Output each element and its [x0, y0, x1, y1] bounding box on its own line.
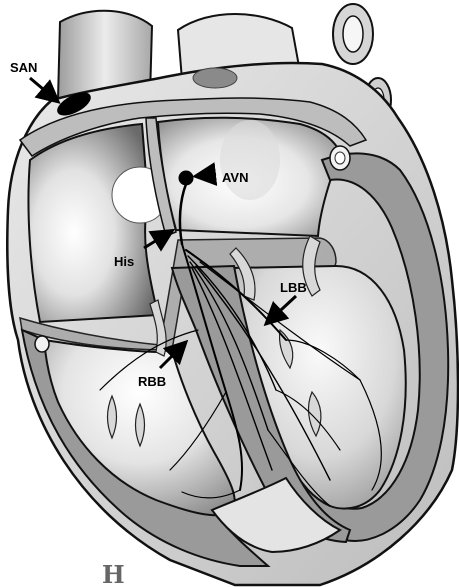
label-his: His — [114, 254, 134, 269]
label-san: SAN — [10, 60, 37, 75]
label-rbb: RBB — [138, 374, 166, 389]
label-avn: AVN — [222, 170, 248, 185]
publisher-logo: H — [102, 560, 125, 587]
arrow-icon — [30, 78, 56, 100]
arrow-icon — [198, 174, 216, 176]
logo-letter: H — [102, 560, 125, 587]
label-lbb: LBB — [280, 280, 307, 295]
